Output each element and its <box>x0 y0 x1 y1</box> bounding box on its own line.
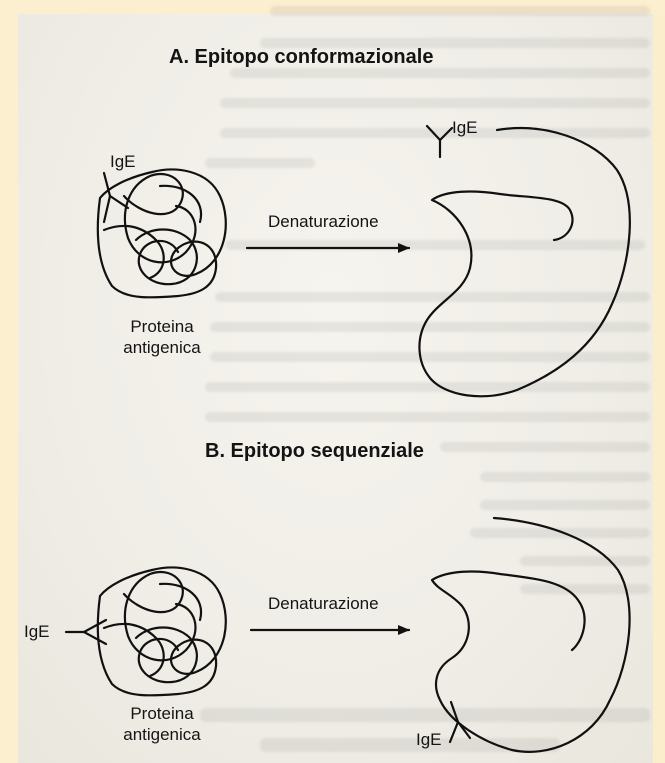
denatured-chain-b <box>432 518 630 752</box>
protein-caption-b-line2: antigenica <box>92 724 232 745</box>
section-b-title: B. Epitopo sequenziale <box>205 440 424 463</box>
folded-protein-a <box>98 170 226 298</box>
ige-antibody-b-chain <box>450 702 470 742</box>
ige-label-b-right: IgE <box>416 730 442 750</box>
folded-protein-b <box>98 568 226 696</box>
ige-label-a-left: IgE <box>110 152 136 172</box>
protein-caption-b: Proteina antigenica <box>92 703 232 745</box>
arrow-label-b: Denaturazione <box>268 594 379 614</box>
protein-caption-a: Proteina antigenica <box>92 316 232 358</box>
ige-label-b-left: IgE <box>24 622 50 642</box>
ige-antibody-b-folded <box>66 620 106 644</box>
denatured-chain-a <box>419 128 629 396</box>
protein-caption-b-line1: Proteina <box>92 703 232 724</box>
section-a-title: A. Epitopo conformazionale <box>169 46 433 69</box>
ige-label-a-right: IgE <box>452 118 478 138</box>
protein-caption-a-line2: antigenica <box>92 337 232 358</box>
ige-antibody-a-free <box>427 126 452 157</box>
arrow-label-a: Denaturazione <box>268 212 379 232</box>
protein-caption-a-line1: Proteina <box>92 316 232 337</box>
